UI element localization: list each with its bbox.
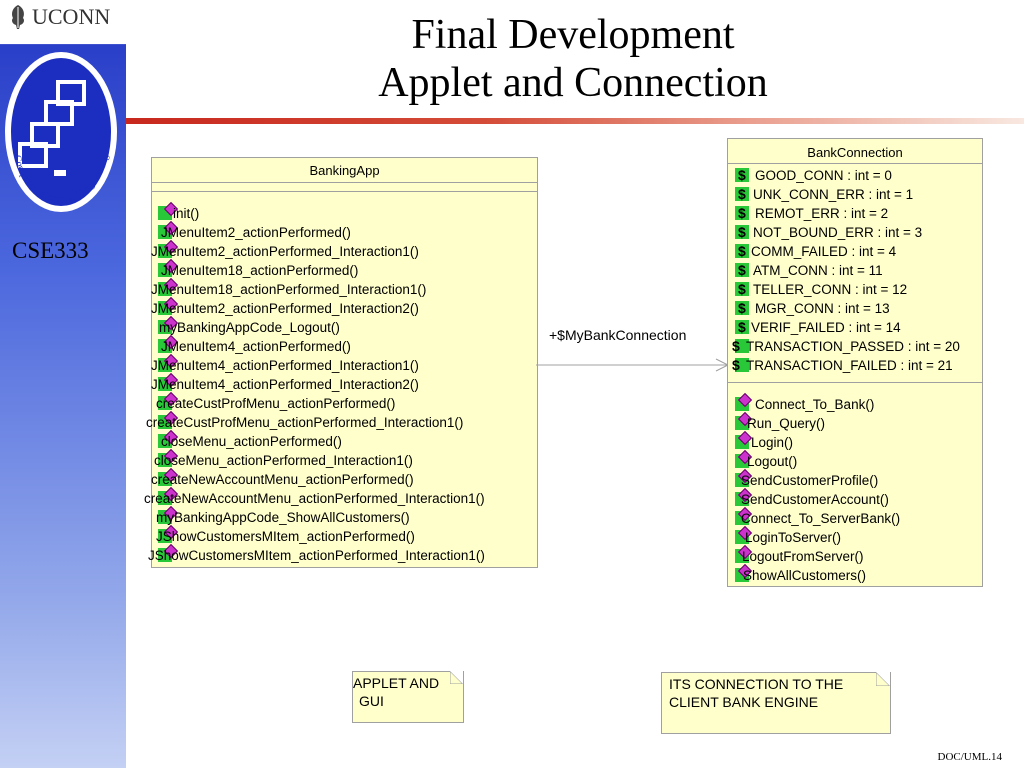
note-line: CLIENT BANK ENGINE bbox=[669, 694, 819, 710]
method-row: Run_Query() bbox=[747, 416, 826, 431]
method-row: closeMenu_actionPerformed() bbox=[161, 434, 342, 449]
static-marker: $ bbox=[732, 338, 740, 354]
slide-number: DOC/UML.14 bbox=[937, 751, 1002, 763]
method-row: JMenuItem2_actionPerformed_Interaction1(… bbox=[151, 244, 419, 259]
note-fold bbox=[876, 672, 890, 686]
method-row: Connect_To_ServerBank() bbox=[741, 511, 901, 526]
attribute-visibility-icon bbox=[735, 339, 749, 353]
method-row: Logout() bbox=[747, 454, 798, 469]
attribute-row: TRANSACTION_PASSED : int = 20 bbox=[746, 339, 960, 354]
method-row: createNewAccountMenu_actionPerformed_Int… bbox=[144, 491, 485, 506]
method-row: JMenuItem18_actionPerformed_Interaction1… bbox=[151, 282, 427, 297]
method-row: SendCustomerProfile() bbox=[741, 473, 879, 488]
slide-title-line2: Applet and Connection bbox=[378, 60, 768, 106]
method-row: ShowAllCustomers() bbox=[743, 568, 867, 583]
attribute-row: TRANSACTION_FAILED : int = 21 bbox=[746, 358, 953, 373]
static-marker: $ bbox=[738, 262, 746, 278]
class-bankingapp: BankingApp init() JMenuItem2_actionPerfor… bbox=[144, 157, 538, 568]
attribute-visibility-icon bbox=[735, 187, 749, 201]
static-marker: $ bbox=[738, 167, 746, 183]
course-code: CSE333 bbox=[12, 238, 89, 263]
attribute-visibility-icon bbox=[735, 320, 749, 334]
method-row: myBankingAppCode_ShowAllCustomers() bbox=[156, 510, 410, 525]
static-marker: $ bbox=[738, 205, 746, 221]
method-row: closeMenu_actionPerformed_Interaction1() bbox=[154, 453, 413, 468]
method-row: LoginToServer() bbox=[745, 530, 842, 545]
class-bankconnection: BankConnection $ GOOD_CONN : int = 0 $ UNK_… bbox=[727, 138, 983, 587]
method-row: myBankingAppCode_Logout() bbox=[159, 320, 340, 335]
static-marker: $ bbox=[738, 224, 746, 240]
method-row: createNewAccountMenu_actionPerformed() bbox=[151, 472, 414, 487]
slide-title-line1: Final Development bbox=[411, 12, 735, 58]
methods-compartment: init() JMenuItem2_actionPerformed() JMenuI… bbox=[144, 192, 537, 567]
methods-compartment: Connect_To_Bank() Run_Query() Login() Logou… bbox=[728, 383, 982, 583]
static-marker: $ bbox=[738, 186, 746, 202]
class-name: BankConnection bbox=[728, 139, 982, 164]
institution-name: UCONN bbox=[32, 4, 111, 29]
method-row: createCustProfMenu_actionPerformed() bbox=[156, 396, 396, 411]
method-row: JMenuItem4_actionPerformed_Interaction2(… bbox=[151, 377, 419, 392]
attribute-visibility-icon bbox=[735, 301, 749, 315]
attribute-row: MGR_CONN : int = 13 bbox=[755, 301, 890, 316]
department-logo: Computer Science and Engineering bbox=[2, 44, 120, 214]
attribute-row: GOOD_CONN : int = 0 bbox=[755, 168, 892, 183]
method-row: JMenuItem2_actionPerformed_Interaction2(… bbox=[151, 301, 419, 316]
static-marker: $ bbox=[738, 300, 746, 316]
method-row: init() bbox=[173, 206, 200, 221]
class-name: BankingApp bbox=[152, 158, 537, 183]
method-row: Login() bbox=[751, 435, 794, 450]
method-row: createCustProfMenu_actionPerformed_Inter… bbox=[146, 415, 464, 430]
static-marker: $ bbox=[738, 243, 746, 259]
attribute-row: TELLER_CONN : int = 12 bbox=[753, 282, 908, 297]
association-label: +$MyBankConnection bbox=[549, 327, 687, 343]
attribute-row: NOT_BOUND_ERR : int = 3 bbox=[753, 225, 923, 240]
title-divider bbox=[126, 118, 1024, 124]
attributes-compartment: $ GOOD_CONN : int = 0 $ UNK_CONN_ERR : int … bbox=[728, 164, 982, 383]
note-line: GUI bbox=[359, 693, 384, 709]
institution-logo: UCONN bbox=[8, 4, 110, 30]
attribute-row: REMOT_ERR : int = 2 bbox=[755, 206, 889, 221]
attribute-row: UNK_CONN_ERR : int = 1 bbox=[753, 187, 914, 202]
note-line: ITS CONNECTION TO THE bbox=[669, 676, 844, 692]
method-row: LogoutFromServer() bbox=[742, 549, 864, 564]
method-row: JShowCustomersMItem_actionPerformed_Inte… bbox=[148, 548, 485, 563]
method-row: JMenuItem18_actionPerformed() bbox=[161, 263, 359, 278]
attribute-visibility-icon bbox=[735, 358, 749, 372]
note-fold bbox=[450, 671, 463, 684]
attribute-visibility-icon bbox=[735, 282, 749, 296]
attribute-visibility-icon bbox=[735, 168, 749, 182]
method-row: Connect_To_Bank() bbox=[755, 397, 875, 412]
method-row: JMenuItem4_actionPerformed_Interaction1(… bbox=[151, 358, 419, 373]
attribute-visibility-icon bbox=[735, 263, 749, 277]
static-marker: $ bbox=[738, 319, 746, 335]
attribute-row: ATM_CONN : int = 11 bbox=[753, 263, 883, 278]
note-applet-gui: APPLET AND GUI bbox=[352, 671, 464, 723]
attributes-compartment bbox=[152, 183, 537, 192]
association-arrow bbox=[536, 358, 730, 372]
attribute-row: COMM_FAILED : int = 4 bbox=[751, 244, 897, 259]
oak-leaf-icon bbox=[12, 5, 24, 29]
attribute-visibility-icon bbox=[735, 206, 749, 220]
note-connection: ITS CONNECTION TO THE CLIENT BANK ENGINE bbox=[661, 672, 891, 734]
attribute-row: VERIF_FAILED : int = 14 bbox=[751, 320, 901, 335]
note-line: APPLET AND bbox=[353, 675, 440, 691]
static-marker: $ bbox=[732, 357, 740, 373]
static-marker: $ bbox=[738, 281, 746, 297]
method-row: JMenuItem4_actionPerformed() bbox=[161, 339, 351, 354]
method-row: JMenuItem2_actionPerformed() bbox=[161, 225, 351, 240]
method-row: SendCustomerAccount() bbox=[741, 492, 889, 507]
attribute-visibility-icon bbox=[735, 225, 749, 239]
attribute-visibility-icon bbox=[735, 244, 749, 258]
method-row: JShowCustomersMItem_actionPerformed() bbox=[156, 529, 415, 544]
